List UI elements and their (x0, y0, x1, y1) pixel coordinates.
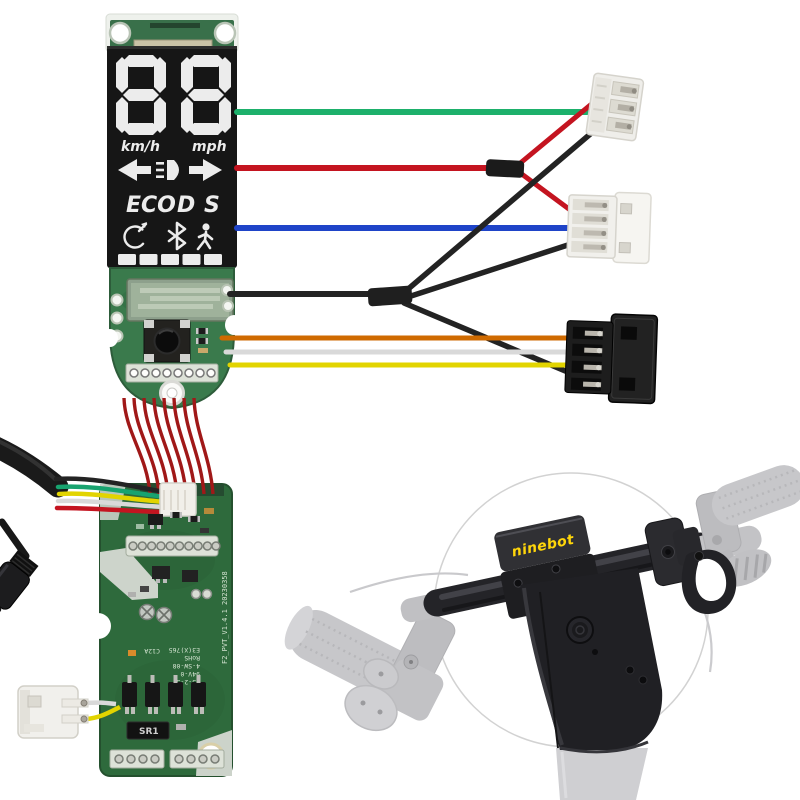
connector-pins (571, 198, 609, 254)
headlight-icon (156, 160, 179, 180)
silkscreen-cert-block: 35-2-3 94V-0 4-SW-08 RoHS E3(X)765 (169, 646, 200, 686)
board-connector (159, 482, 197, 517)
barrel-connector (0, 518, 39, 616)
version-silkscreen: F2_PVT_V1.4.1 20230358 (221, 571, 229, 664)
unit-mph-label: mph (192, 139, 227, 155)
through-hole-row (125, 535, 221, 557)
tactile-button (143, 319, 191, 363)
cable-fan-wires (53, 476, 168, 515)
bluetooth-icon (167, 221, 187, 251)
indicator-row (118, 159, 222, 181)
ghosted-parts (284, 572, 648, 800)
pedestrian-icon (196, 223, 214, 251)
ghost-stem (556, 748, 648, 800)
mode-eco: ECO (126, 193, 176, 218)
through-hole-row (125, 363, 219, 383)
right-grip (711, 465, 800, 526)
c12a-label: C12A (144, 647, 160, 655)
cert-line: 35-2-3 (176, 678, 200, 686)
power-connector (17, 685, 122, 739)
cert-line: RoHS (184, 654, 200, 662)
connector-black (564, 313, 659, 405)
unit-kmh-label: km/h (121, 139, 160, 155)
connector-white-top (585, 72, 645, 142)
cert-line: E3(X)765 (169, 646, 200, 654)
main-cable (0, 437, 69, 498)
silkscreen-c12a: C12A (128, 647, 160, 656)
connector-white-middle (566, 191, 652, 265)
right-arrow-icon (189, 159, 222, 181)
connector-pins (570, 326, 604, 391)
stem (520, 568, 663, 754)
lcd-footprint (126, 278, 234, 322)
smd-cluster-top (136, 508, 214, 533)
black-wire-splice (367, 285, 413, 307)
display-pcb-top-tab (105, 13, 239, 53)
dashboard-display-board: km/h mph ECO D S (102, 13, 243, 410)
mode-d: D (177, 193, 195, 218)
red-wire (234, 94, 603, 218)
scooter-photo: ninebot (284, 465, 800, 800)
bottom-pad-rows (109, 749, 225, 769)
status-icon-row (123, 221, 214, 251)
display-pcb-lower (102, 267, 243, 410)
sr1-label: SR1 (139, 727, 159, 737)
transistor-row (122, 675, 206, 714)
screws (138, 603, 173, 624)
cert-line: 94V-0 (180, 670, 200, 678)
edge-notch (85, 613, 111, 639)
sr1-resistor: SR1 (126, 721, 186, 740)
connector-pins (606, 80, 640, 135)
mount-hole-center (166, 387, 178, 399)
controller-board: 35-2-3 94V-0 4-SW-08 RoHS E3(X)765 C12A … (53, 397, 233, 777)
brake-lever (672, 526, 737, 615)
red-ribbon-wires (122, 397, 215, 495)
brake-cable-left (349, 572, 469, 594)
battery-bars (118, 254, 222, 265)
cert-line: 4-SW-08 (173, 662, 200, 670)
mode-row: ECO D S (126, 193, 220, 218)
cruise-control-icon (123, 222, 148, 249)
smd-cluster-mid (128, 566, 213, 624)
red-wire-splice (485, 159, 525, 178)
harness-wires (219, 94, 603, 376)
left-arrow-icon (118, 159, 151, 181)
mode-s: S (204, 193, 220, 218)
display-module: km/h mph ECO D S (107, 46, 237, 268)
